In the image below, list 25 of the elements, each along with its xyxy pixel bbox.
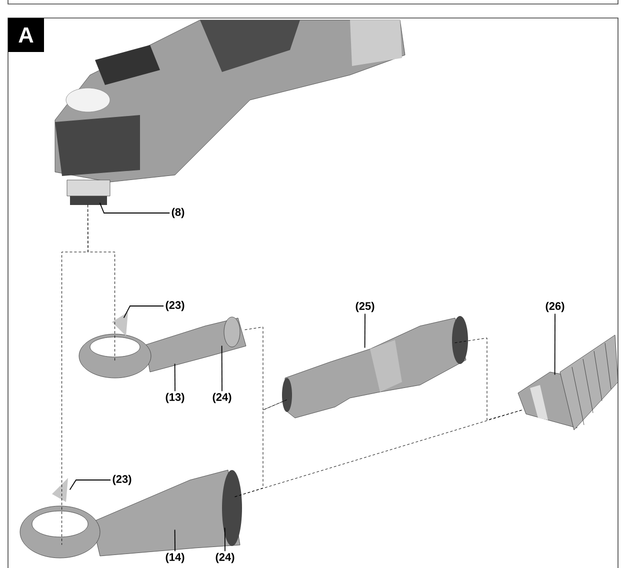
leader-line [69,480,111,490]
part-number: (26) [546,302,564,312]
panel-letter: A [8,18,44,52]
leader-line [99,202,170,214]
assembly-line [244,326,288,410]
leader-line [123,306,164,318]
leader-line [174,363,176,392]
leader-line [174,529,176,552]
hose-adapter-drawing [282,316,468,418]
part-number: (8) [172,208,184,218]
vacuum-hose-drawing [518,334,618,430]
leader-line [364,313,366,348]
part-number: (13) [166,392,184,404]
part-number: (14) [166,552,184,564]
part-number: (25) [356,302,374,312]
part-number: (24) [212,392,232,404]
extraction-guard-drawing [78,312,246,378]
leader-line [221,345,222,392]
part-number: (23) [112,474,132,486]
power-tool-drawing [54,20,406,205]
part-number: (24) [216,552,234,564]
leader-line [224,527,226,552]
part-number: (23) [166,300,184,312]
assembly-line [454,338,524,420]
assembly-line [234,410,524,498]
